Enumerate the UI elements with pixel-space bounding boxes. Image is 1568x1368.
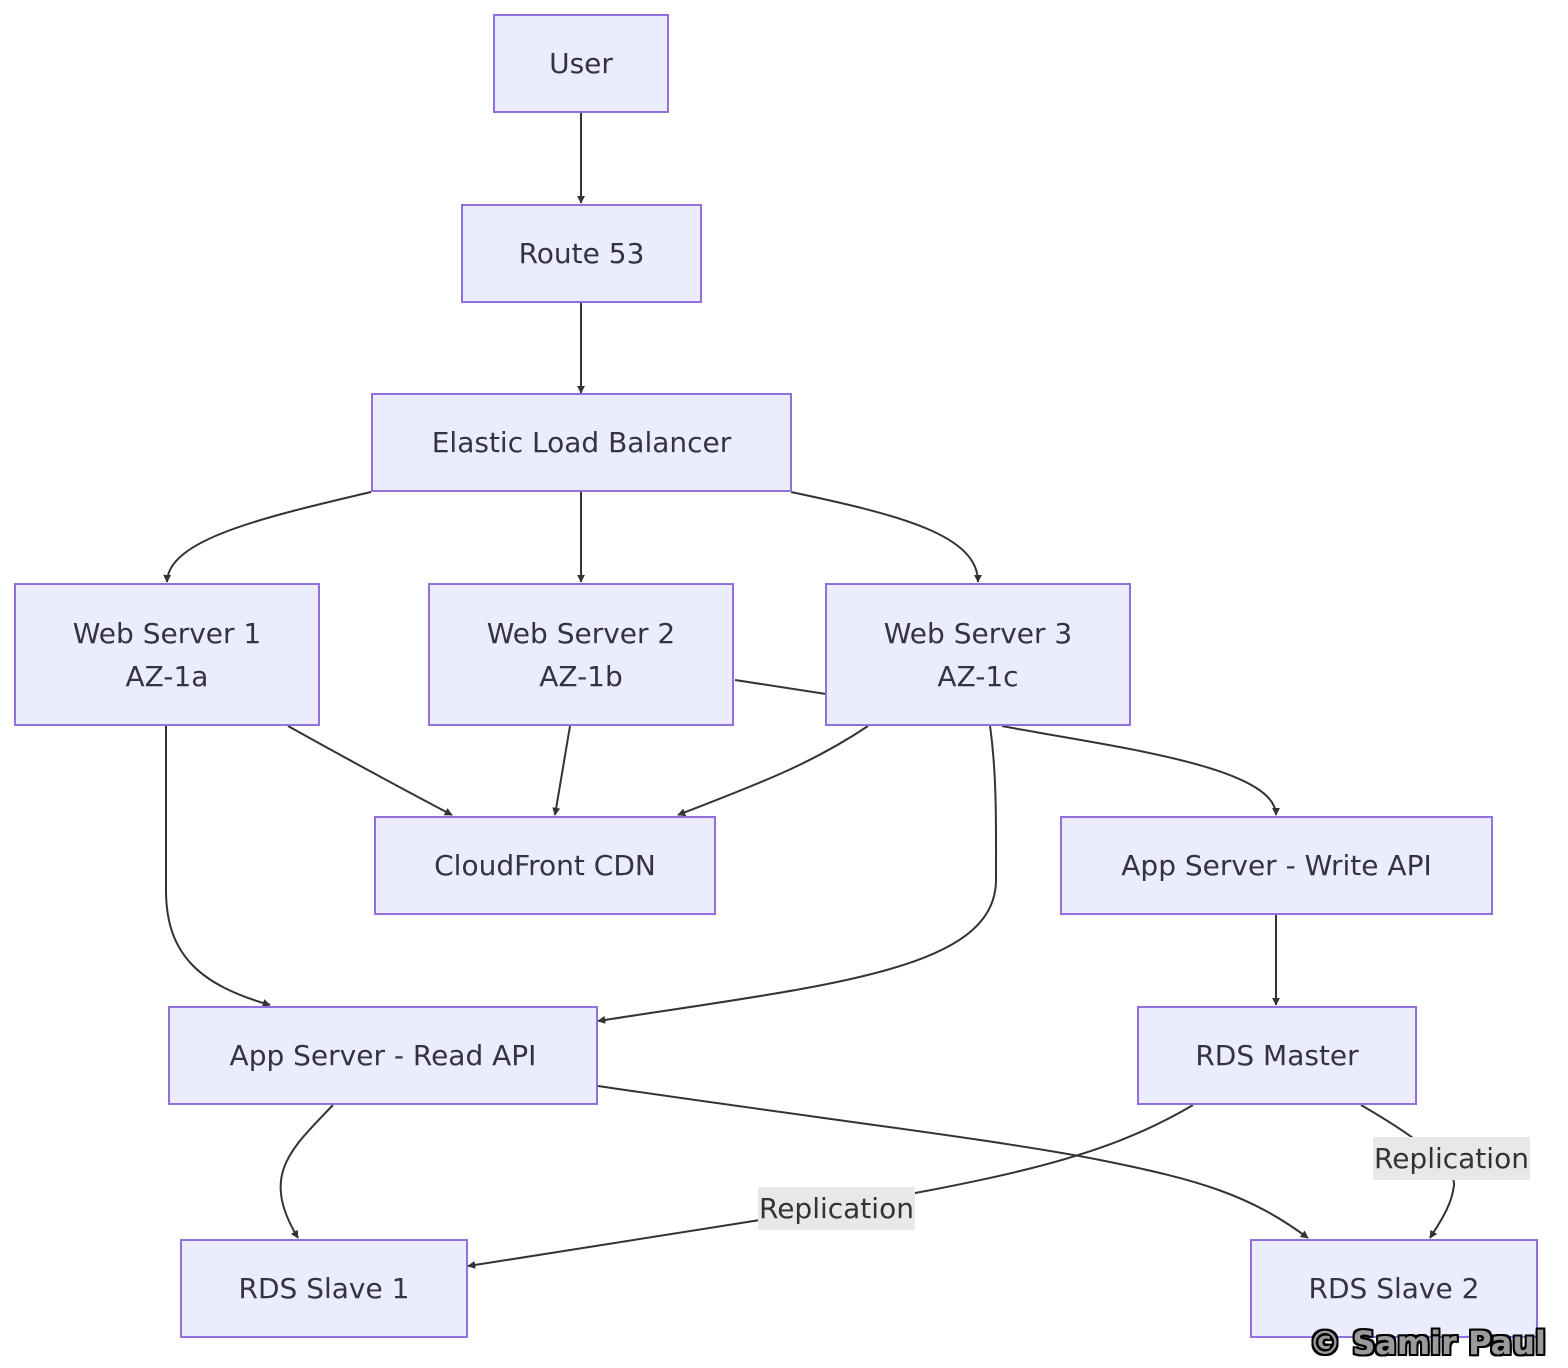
node-rds-master-label: RDS Master	[1195, 1039, 1359, 1072]
node-web-server-2: Web Server 2 AZ-1b	[428, 583, 734, 726]
node-cdn-label: CloudFront CDN	[434, 849, 656, 882]
node-cloudfront-cdn: CloudFront CDN	[374, 816, 716, 915]
node-user: User	[493, 14, 669, 113]
edge-web1-to-read-api	[165, 726, 271, 1007]
node-rds-master: RDS Master	[1137, 1006, 1417, 1105]
edge-web1-to-cdn	[287, 725, 453, 816]
node-rds-slave2-label: RDS Slave 2	[1308, 1272, 1480, 1305]
node-read-api-label: App Server - Read API	[229, 1039, 537, 1072]
node-web3-line1: Web Server 3	[883, 616, 1073, 650]
edge-web3-to-read-api	[597, 725, 998, 1024]
edge-elb-to-web1	[163, 491, 372, 583]
node-rds-slave-1: RDS Slave 1	[180, 1239, 468, 1338]
node-web1-line1: Web Server 1	[72, 616, 262, 650]
copyright-watermark: © Samir Paul	[1309, 1324, 1546, 1362]
node-web1-line2: AZ-1a	[125, 659, 209, 693]
node-web-server-1: Web Server 1 AZ-1a	[14, 583, 320, 726]
node-route53-label: Route 53	[518, 237, 645, 270]
edge-label-replication-slave1: Replication	[758, 1187, 915, 1230]
edge-rds-master-to-rds-slave2	[1360, 1104, 1456, 1239]
node-rds-slave1-label: RDS Slave 1	[238, 1272, 410, 1305]
node-web3-line2: AZ-1c	[937, 659, 1019, 693]
edge-web2-to-write-api	[734, 679, 1276, 815]
node-web2-line1: Web Server 2	[486, 616, 676, 650]
edge-rds-master-to-rds-slave1	[467, 1104, 1194, 1269]
node-write-api-label: App Server - Write API	[1121, 849, 1432, 882]
node-user-label: User	[549, 47, 613, 80]
node-rds-slave-2: RDS Slave 2	[1250, 1239, 1538, 1338]
edge-elb-to-web3	[790, 491, 982, 583]
edge-read-api-to-rds-slave2	[597, 1085, 1309, 1239]
node-web-server-3: Web Server 3 AZ-1c	[825, 583, 1131, 726]
node-app-server-write-api: App Server - Write API	[1060, 816, 1493, 915]
edge-web3-to-cdn	[677, 725, 869, 817]
edge-web2-to-cdn	[552, 725, 571, 816]
node-app-server-read-api: App Server - Read API	[168, 1006, 598, 1105]
edge-read-api-to-rds-slave1	[279, 1104, 334, 1239]
node-route53: Route 53	[461, 204, 702, 303]
edge-label-replication-slave2: Replication	[1373, 1137, 1530, 1180]
node-web2-line2: AZ-1b	[539, 659, 623, 693]
node-elastic-load-balancer: Elastic Load Balancer	[371, 393, 792, 492]
node-elb-label: Elastic Load Balancer	[431, 426, 732, 459]
